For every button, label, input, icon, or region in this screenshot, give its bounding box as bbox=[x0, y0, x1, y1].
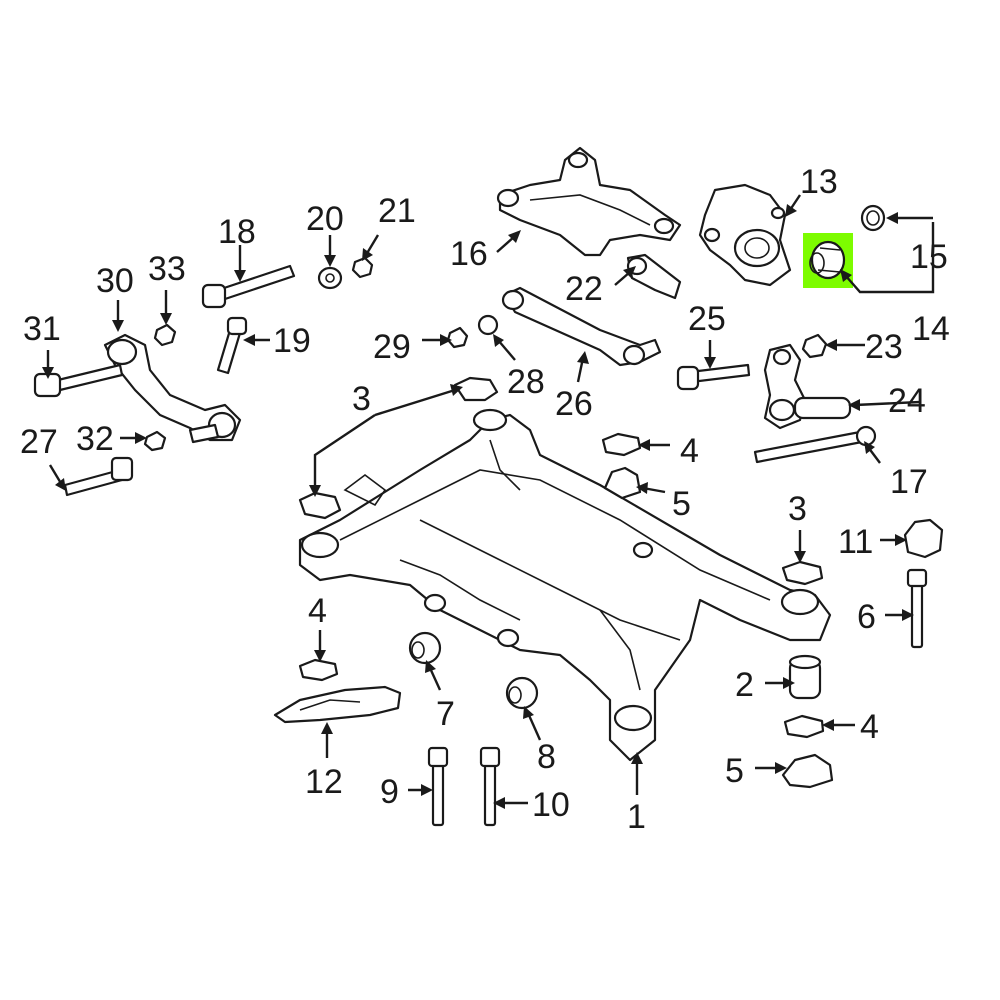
callout-6: 6 bbox=[857, 598, 876, 636]
part-bolt-6 bbox=[906, 568, 928, 649]
callout-30: 30 bbox=[96, 262, 134, 300]
callout-29: 29 bbox=[373, 328, 411, 366]
callout-22: 22 bbox=[565, 270, 603, 308]
part-bolt-9 bbox=[427, 746, 449, 827]
callout-26: 26 bbox=[555, 385, 593, 423]
part-mount-top-left bbox=[453, 376, 499, 402]
part-rear-subframe bbox=[298, 408, 832, 762]
part-mount-4b bbox=[298, 658, 339, 682]
part-bushing-7 bbox=[408, 631, 442, 665]
part-lower-link-arm bbox=[501, 286, 662, 367]
part-washer-28 bbox=[477, 314, 499, 336]
callout-32: 32 bbox=[76, 420, 114, 458]
callout-4-top: 4 bbox=[680, 432, 699, 470]
part-bolt-27 bbox=[63, 456, 134, 497]
callout-18: 18 bbox=[218, 213, 256, 251]
part-trailing-arm bbox=[103, 333, 242, 444]
callout-27: 27 bbox=[20, 423, 58, 461]
part-nut-32 bbox=[143, 430, 167, 452]
callout-labels: 1 2 3 3 4 4 4 5 5 6 7 8 9 10 11 12 13 14… bbox=[20, 163, 950, 836]
part-nut-23 bbox=[801, 333, 828, 359]
callout-12: 12 bbox=[305, 763, 343, 801]
callout-3-right: 3 bbox=[788, 490, 807, 528]
part-wheel-carrier bbox=[698, 183, 792, 287]
callout-5-bottom: 5 bbox=[725, 752, 744, 790]
part-mount-11 bbox=[903, 518, 944, 559]
callout-19: 19 bbox=[273, 322, 311, 360]
callout-7: 7 bbox=[436, 695, 455, 733]
callout-23: 23 bbox=[865, 328, 903, 366]
part-integral-link bbox=[763, 343, 852, 430]
part-bolt-18 bbox=[201, 264, 296, 309]
callout-5-top: 5 bbox=[672, 485, 691, 523]
part-bolt-25 bbox=[676, 363, 751, 391]
callout-25: 25 bbox=[688, 300, 726, 338]
callout-15: 15 bbox=[910, 238, 948, 276]
part-mount-left bbox=[298, 491, 342, 520]
part-long-bolt bbox=[753, 425, 877, 464]
part-bolt-19 bbox=[216, 316, 248, 375]
callout-13: 13 bbox=[800, 163, 838, 201]
part-snap-ring bbox=[860, 204, 886, 232]
part-brace-plate bbox=[273, 685, 402, 724]
part-nut-29 bbox=[446, 326, 469, 349]
part-bolt-31 bbox=[33, 363, 124, 398]
part-nut-33 bbox=[153, 323, 177, 347]
callout-2: 2 bbox=[735, 666, 754, 704]
part-mount-5a bbox=[603, 466, 642, 500]
part-link-bracket bbox=[626, 253, 682, 300]
callout-17: 17 bbox=[890, 463, 928, 501]
callout-16: 16 bbox=[450, 235, 488, 273]
part-mount-4a bbox=[601, 432, 642, 457]
part-mount-5b bbox=[781, 753, 834, 789]
callout-1: 1 bbox=[627, 798, 646, 836]
callout-33: 33 bbox=[148, 250, 186, 288]
callout-4-right: 4 bbox=[860, 708, 879, 746]
callout-20: 20 bbox=[306, 200, 344, 238]
callout-28: 28 bbox=[507, 363, 545, 401]
leader-lines bbox=[42, 194, 935, 809]
part-upper-control-arm bbox=[496, 146, 682, 257]
callout-14: 14 bbox=[912, 310, 950, 348]
part-washer-20 bbox=[317, 266, 343, 290]
callout-8: 8 bbox=[537, 738, 556, 776]
callout-3-left: 3 bbox=[352, 380, 371, 418]
part-mount-right bbox=[781, 560, 824, 586]
part-mount-4c bbox=[783, 714, 825, 739]
callout-11: 11 bbox=[838, 523, 873, 561]
callout-9: 9 bbox=[380, 773, 399, 811]
part-nut-21 bbox=[351, 256, 374, 279]
part-bushing-2 bbox=[788, 654, 822, 700]
callout-21: 21 bbox=[378, 192, 416, 230]
part-bushing-8 bbox=[505, 676, 539, 710]
part-bolt-10 bbox=[479, 746, 501, 827]
callout-31: 31 bbox=[23, 310, 61, 348]
callout-10: 10 bbox=[532, 786, 570, 824]
callout-24: 24 bbox=[888, 382, 926, 420]
callout-4-left: 4 bbox=[308, 592, 327, 630]
